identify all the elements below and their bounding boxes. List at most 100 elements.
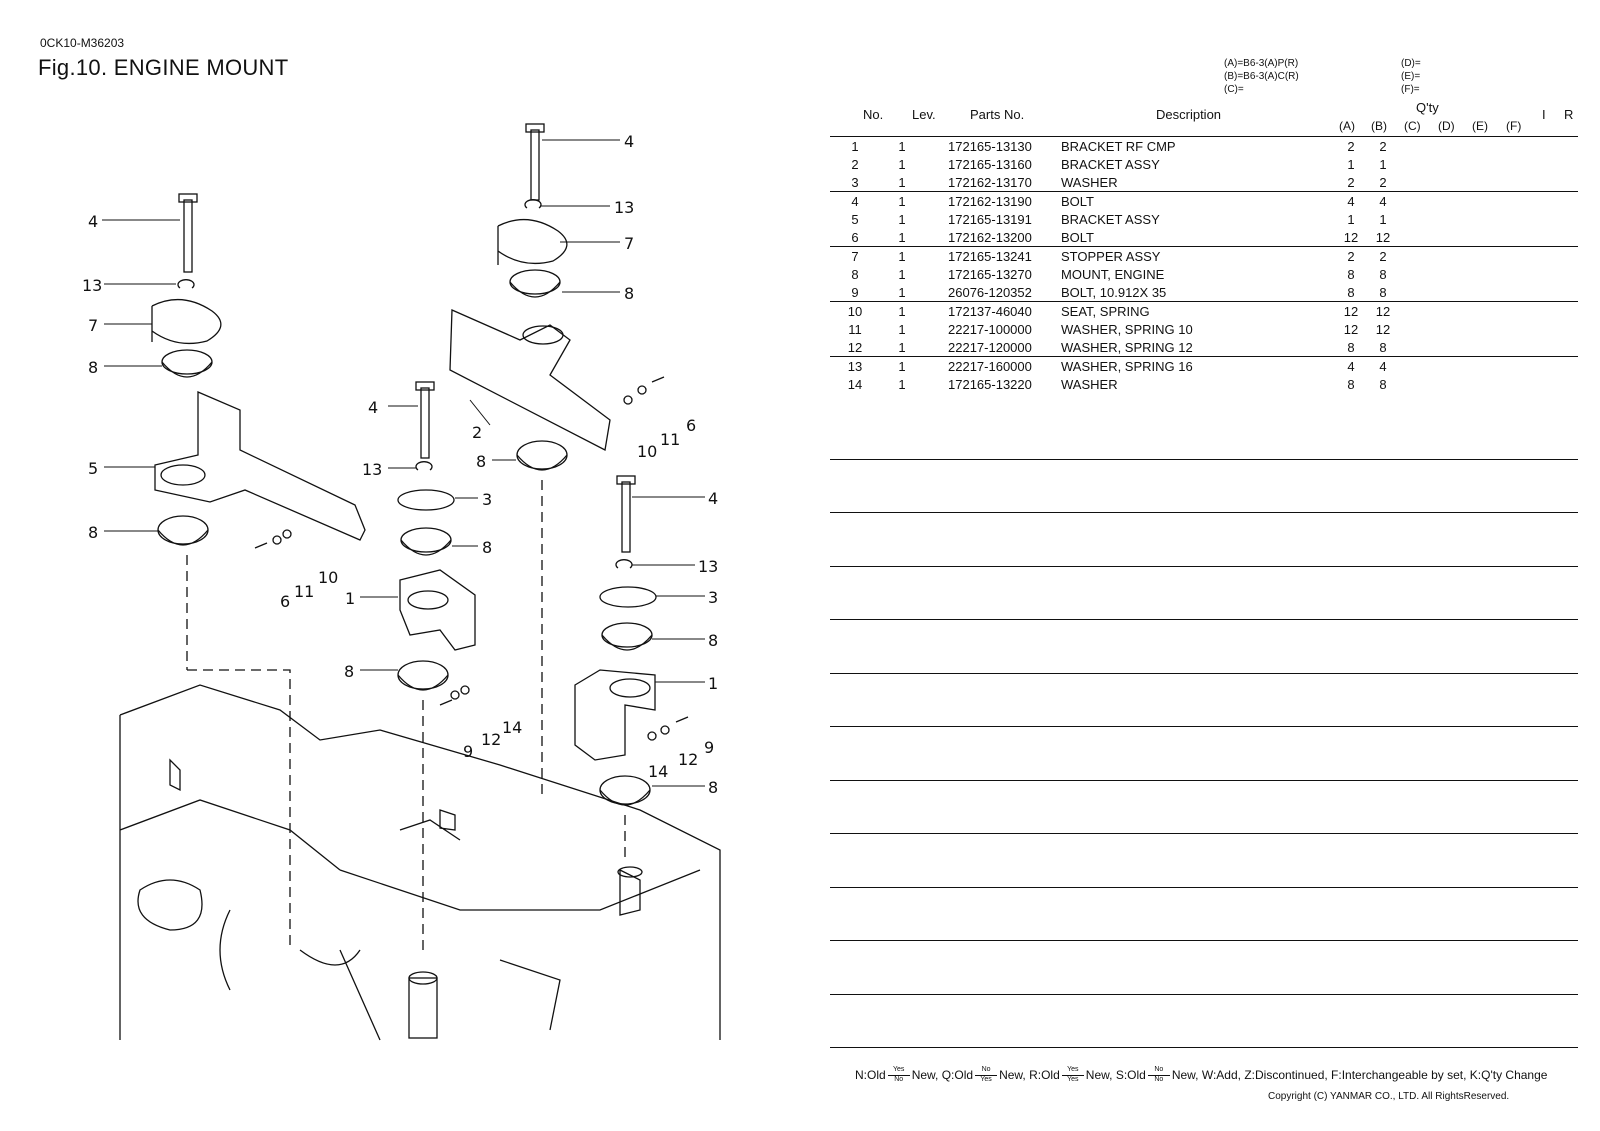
bracket-5 xyxy=(154,391,366,541)
callout-9-a: 9 xyxy=(463,742,473,761)
washer-13-center xyxy=(415,461,433,471)
cell-no: 3 xyxy=(851,175,859,190)
header-lev: Lev. xyxy=(912,107,936,122)
legend-line-d: (D)= xyxy=(1401,58,1421,69)
blank-row xyxy=(830,941,1578,995)
header-qty: Q'ty xyxy=(1416,100,1439,115)
cell-lev: 1 xyxy=(898,267,906,282)
cell-qty-b: 2 xyxy=(1379,139,1387,154)
cell-qty-b: 2 xyxy=(1379,249,1387,264)
washer-13-left xyxy=(177,279,195,289)
arrow-up-label: No xyxy=(1154,1066,1164,1073)
blank-row xyxy=(830,460,1578,513)
cell-description: SEAT, SPRING xyxy=(1061,304,1150,319)
legend-line-e: (E)= xyxy=(1401,71,1421,82)
cell-no: 11 xyxy=(848,322,862,337)
cell-parts-no: 22217-100000 xyxy=(948,322,1032,337)
cell-description: WASHER, SPRING 10 xyxy=(1061,322,1193,337)
washer-13-top xyxy=(524,199,542,209)
cell-no: 12 xyxy=(847,340,863,355)
cell-parts-no: 172165-13160 xyxy=(948,157,1032,172)
callout-8-e: 8 xyxy=(624,284,634,303)
arrow-up-label: No xyxy=(981,1066,991,1073)
bolt-4-right xyxy=(621,481,631,553)
cell-qty-b: 12 xyxy=(1375,322,1391,337)
callout-13-c: 13 xyxy=(614,198,634,217)
cell-no: 4 xyxy=(851,194,859,209)
cell-lev: 1 xyxy=(898,340,906,355)
cell-qty-a: 4 xyxy=(1347,359,1355,374)
cell-description: BRACKET ASSY xyxy=(1061,157,1160,172)
cell-parts-no: 172165-13270 xyxy=(948,267,1032,282)
bracket-1-center xyxy=(399,569,476,651)
cell-no: 9 xyxy=(851,285,859,300)
cell-qty-b: 8 xyxy=(1379,340,1387,355)
washer-3-center xyxy=(397,489,455,511)
cell-parts-no: 172162-13200 xyxy=(948,230,1032,245)
document-id: 0CK10-M36203 xyxy=(40,36,125,50)
cell-description: WASHER, SPRING 16 xyxy=(1061,359,1193,374)
callout-13-a: 13 xyxy=(82,276,102,295)
model-legend-right: (D)= (E)= (F)= xyxy=(1401,57,1421,96)
cell-lev: 1 xyxy=(898,359,906,374)
stopper-7-top xyxy=(497,218,568,265)
callout-10-b: 10 xyxy=(637,442,657,461)
legend-line-c: (C)= xyxy=(1224,84,1244,95)
cell-qty-b: 12 xyxy=(1375,304,1391,319)
cell-qty-b: 1 xyxy=(1379,157,1387,172)
callout-8-g: 8 xyxy=(708,631,718,650)
callout-12-a: 12 xyxy=(481,730,501,749)
arrow-up-label: Yes xyxy=(1067,1066,1079,1073)
washer-13-right xyxy=(615,559,633,569)
blank-row xyxy=(830,727,1578,781)
cell-description: BRACKET ASSY xyxy=(1061,212,1160,227)
cell-description: WASHER, SPRING 12 xyxy=(1061,340,1193,355)
callout-3-a: 3 xyxy=(482,490,492,509)
cell-lev: 1 xyxy=(898,304,906,319)
engine-mount-drawing: 4 13 7 8 5 8 6 11 10 4 13 3 8 1 8 9 12 1… xyxy=(82,123,721,1041)
cell-qty-b: 8 xyxy=(1379,377,1387,392)
cell-qty-a: 8 xyxy=(1347,340,1355,355)
callout-13-d: 13 xyxy=(698,557,718,576)
blank-row xyxy=(830,995,1578,1048)
legend-s-old: S:Old xyxy=(1115,1068,1146,1082)
header-i: I xyxy=(1542,107,1546,122)
figure-title: Fig.10. ENGINE MOUNT xyxy=(38,55,289,80)
blank-row xyxy=(830,620,1578,674)
callout-13-b: 13 xyxy=(362,460,382,479)
cell-lev: 1 xyxy=(898,249,906,264)
legend-r-new: New, xyxy=(1085,1068,1113,1082)
header-f: (F) xyxy=(1506,119,1522,133)
cell-qty-b: 4 xyxy=(1379,194,1387,209)
callout-8-b: 8 xyxy=(88,523,98,542)
arrow-down-label: Yes xyxy=(980,1076,992,1083)
legend-n-old: N:Old xyxy=(855,1068,886,1082)
callout-14-a: 14 xyxy=(502,718,522,737)
cell-parts-no: 172165-13241 xyxy=(948,249,1032,264)
callout-8-h: 8 xyxy=(708,778,718,797)
blank-row xyxy=(830,781,1578,834)
mount-8-left-bottom xyxy=(157,515,209,545)
cell-qty-a: 8 xyxy=(1347,285,1355,300)
callout-1-a: 1 xyxy=(345,589,355,608)
header-r: R xyxy=(1564,107,1574,122)
legend-rest: W:Add, Z:Discontinued, F:Interchangeable… xyxy=(1201,1068,1548,1082)
callout-7-a: 7 xyxy=(88,316,98,335)
mount-8-center-bottom xyxy=(397,660,449,690)
blank-row xyxy=(830,513,1578,567)
header-d: (D) xyxy=(1438,119,1455,133)
callout-7-b: 7 xyxy=(624,234,634,253)
cell-no: 1 xyxy=(851,139,859,154)
blank-row xyxy=(830,567,1578,620)
callout-4-d: 4 xyxy=(708,489,718,508)
bracket-2 xyxy=(449,309,611,451)
cell-parts-no: 172165-13220 xyxy=(948,377,1032,392)
header-b: (B) xyxy=(1371,119,1387,133)
